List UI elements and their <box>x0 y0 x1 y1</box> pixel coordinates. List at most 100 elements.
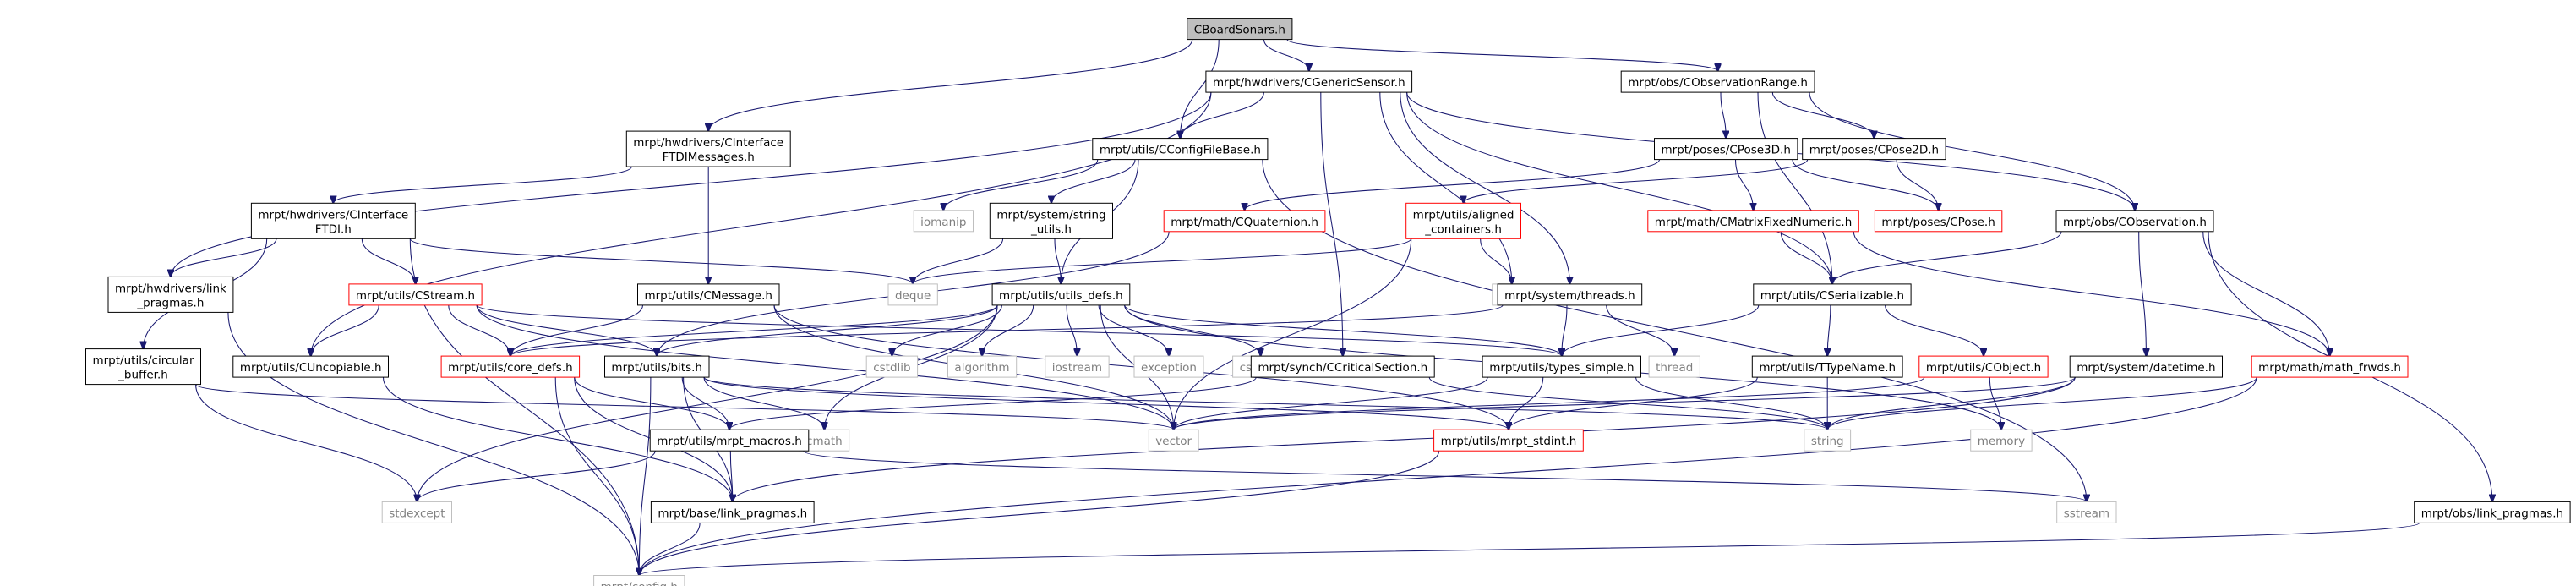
node-label: mrpt/utils/bits.h <box>611 361 702 375</box>
node-generic-sensor[interactable]: mrpt/hwdrivers/CGenericSensor.h <box>1205 70 1413 93</box>
node-base-link[interactable]: mrpt/base/link_pragmas.h <box>650 501 815 523</box>
node-cpose[interactable]: mrpt/poses/CPose.h <box>1874 210 2003 233</box>
node-threads[interactable]: mrpt/system/threads.h <box>1497 283 1643 306</box>
node-mrpt-macros[interactable]: mrpt/utils/mrpt_macros.h <box>649 429 810 452</box>
node-box <box>2414 501 2571 523</box>
node-label: mrpt/utils/utils_defs.h <box>999 289 1123 303</box>
node-label: mrpt/hwdrivers/link <box>115 282 226 295</box>
edge-observation-to-datetime <box>2138 231 2147 356</box>
node-label: iostream <box>1052 361 1102 375</box>
node-pose3d[interactable]: mrpt/poses/CPose3D.h <box>1654 138 1798 161</box>
node-critical[interactable]: mrpt/synch/CCriticalSection.h <box>1250 355 1435 378</box>
node-label: FTDIMessages.h <box>663 151 755 164</box>
node-sstream: sstream <box>2056 501 2117 523</box>
edge-generic-sensor-to-critical <box>1320 92 1343 356</box>
node-datetime[interactable]: mrpt/system/datetime.h <box>2069 355 2223 378</box>
node-config-file[interactable]: mrpt/utils/CConfigFileBase.h <box>1092 138 1269 161</box>
edge-threads-to-types-simple <box>1562 304 1568 356</box>
edge-generic-sensor-to-config-file <box>1180 92 1264 139</box>
node-label: mrpt/utils/CSerializable.h <box>1760 289 1904 303</box>
node-uncopiable[interactable]: mrpt/utils/CUncopiable.h <box>232 355 389 378</box>
node-label: stdexcept <box>389 507 445 520</box>
edge-iface-ftdi-to-cstream <box>361 238 415 284</box>
edge-cstream-to-core-defs <box>448 304 510 356</box>
node-label: mrpt/utils/CMessage.h <box>644 289 772 303</box>
node-label: mrpt/utils/mrpt_stdint.h <box>1441 435 1577 448</box>
edge-bits-to-mrpt-macros <box>681 377 729 430</box>
edge-iface-ftdi-to-hw-link <box>171 238 277 277</box>
node-box <box>1654 138 1798 161</box>
edge-critical-to-mrpt-macros <box>729 376 1257 430</box>
node-label: _containers.h <box>1424 222 1502 236</box>
node-label: _utils.h <box>1030 222 1072 236</box>
node-layer: CBoardSonars.hmrpt/hwdrivers/CGenericSen… <box>85 18 2571 586</box>
edge-cmessage-to-core-defs <box>510 304 644 356</box>
node-label: mrpt/hwdrivers/CGenericSensor.h <box>1213 76 1405 90</box>
node-label: sstream <box>2064 507 2109 520</box>
edge-string-utils-to-deque <box>913 238 1004 284</box>
node-core-defs[interactable]: mrpt/utils/core_defs.h <box>440 355 581 378</box>
node-cstream[interactable]: mrpt/utils/CStream.h <box>348 283 483 306</box>
edge-pose3d-to-matrix-fixed <box>1734 159 1754 211</box>
node-ttypename[interactable]: mrpt/utils/TTypeName.h <box>1751 355 1903 378</box>
edge-circ-buffer-to-stdexcept <box>195 384 418 502</box>
node-config: mrpt/config.h <box>593 575 685 586</box>
node-obs-range[interactable]: mrpt/obs/CObservationRange.h <box>1620 70 1815 93</box>
edge-iface-msgs-to-iface-ftdi <box>333 166 632 203</box>
node-types-simple[interactable]: mrpt/utils/types_simple.h <box>1482 355 1641 378</box>
node-label: mrpt/system/threads.h <box>1504 289 1635 303</box>
node-bits[interactable]: mrpt/utils/bits.h <box>604 355 710 378</box>
node-box <box>2055 210 2214 233</box>
edge-utils-defs-to-exception <box>1098 304 1169 356</box>
edge-datetime-to-base-link <box>733 377 2076 501</box>
node-box <box>649 429 810 452</box>
node-pose2d[interactable]: mrpt/poses/CPose2D.h <box>1802 138 1946 161</box>
node-label: mrpt/system/datetime.h <box>2077 361 2215 375</box>
node-box <box>947 355 1018 378</box>
edge-core-defs-to-config <box>554 377 639 575</box>
node-cmessage[interactable]: mrpt/utils/CMessage.h <box>637 283 780 306</box>
edge-pose2d-to-aligned <box>1464 159 1809 204</box>
edge-obs-range-to-pose2d <box>1771 92 1874 139</box>
node-label: mrpt/obs/CObservationRange.h <box>1628 76 1808 90</box>
node-obs-link[interactable]: mrpt/obs/link_pragmas.h <box>2414 501 2571 523</box>
node-label: thread <box>1656 361 1693 375</box>
edge-math-frwds-to-string <box>1827 376 2257 430</box>
node-quaternion[interactable]: mrpt/math/CQuaternion.h <box>1163 210 1326 233</box>
edge-core-defs-to-mrpt-macros <box>574 377 729 430</box>
node-label: mrpt/math/math_frwds.h <box>2258 361 2401 375</box>
edge-threads-to-core-defs <box>510 304 1504 356</box>
node-box <box>2056 501 2117 523</box>
edge-cobject-to-memory <box>1989 377 2001 430</box>
node-box <box>913 210 974 233</box>
node-box <box>2069 355 2223 378</box>
node-hw-link[interactable]: mrpt/hwdrivers/link_pragmas.h <box>107 276 234 313</box>
node-algorithm: algorithm <box>947 355 1018 378</box>
edge-generic-sensor-to-hw-link <box>171 92 1212 277</box>
node-label: algorithm <box>954 361 1009 375</box>
node-math-frwds[interactable]: mrpt/math/math_frwds.h <box>2251 355 2409 378</box>
node-utils-defs[interactable]: mrpt/utils/utils_defs.h <box>991 283 1131 306</box>
edge-serializable-to-ttypename <box>1827 304 1831 356</box>
edge-pose3d-to-cpose <box>1792 159 1939 211</box>
node-aligned[interactable]: mrpt/utils/aligned_containers.h <box>1405 202 1521 239</box>
node-serializable[interactable]: mrpt/utils/CSerializable.h <box>1753 283 1912 306</box>
node-label: mrpt/utils/CStream.h <box>356 289 475 303</box>
node-label: mrpt/poses/CPose2D.h <box>1809 144 1939 157</box>
node-circ-buffer[interactable]: mrpt/utils/circular_buffer.h <box>85 348 201 386</box>
node-label: mrpt/poses/CPose3D.h <box>1662 144 1791 157</box>
edge-utils-defs-to-types-simple <box>1124 304 1562 356</box>
edge-bits-to-config <box>639 377 652 575</box>
node-box <box>232 355 389 378</box>
edge-root-to-config-file <box>1180 39 1220 139</box>
node-mrpt-stdint[interactable]: mrpt/utils/mrpt_stdint.h <box>1433 429 1584 452</box>
node-label: mrpt/utils/CObject.h <box>1926 361 2041 375</box>
node-string-utils[interactable]: mrpt/system/string_utils.h <box>989 202 1114 239</box>
node-memory: memory <box>1970 429 2033 452</box>
node-cobject[interactable]: mrpt/utils/CObject.h <box>1918 355 2049 378</box>
edge-circ-buffer-to-vector <box>195 384 1174 430</box>
node-matrix-fixed[interactable]: mrpt/math/CMatrixFixedNumeric.h <box>1647 210 1859 233</box>
node-observation[interactable]: mrpt/obs/CObservation.h <box>2055 210 2214 233</box>
